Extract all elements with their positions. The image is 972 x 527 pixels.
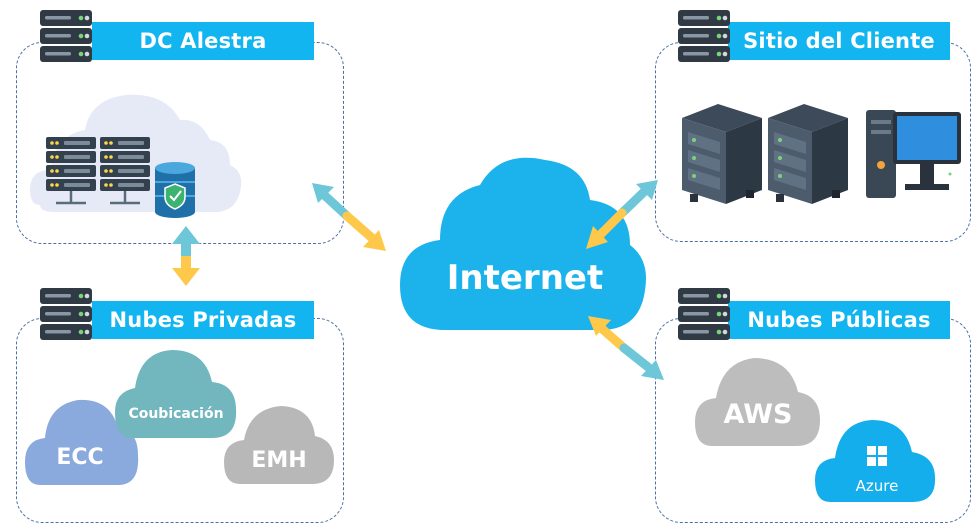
dc-alestra-illustration: [30, 94, 242, 218]
server-rack-icon: [40, 10, 92, 62]
arrow-dc-internet: [312, 183, 386, 251]
coubicacion-cloud: [115, 350, 237, 438]
internet-cloud: [400, 157, 646, 330]
arrow-dc-private: [172, 226, 200, 286]
nubes-publicas-title: Nubes Públicas: [728, 301, 950, 339]
aws-label: AWS: [723, 399, 793, 430]
arrow-public-internet: [588, 316, 664, 380]
sitio-cliente-title: Sitio del Cliente: [728, 22, 950, 60]
nubes-privadas-title: Nubes Privadas: [92, 301, 314, 339]
emh-cloud: [224, 406, 334, 484]
server-tower-icon: [682, 104, 762, 204]
desktop-computer-icon: [866, 110, 961, 198]
server-rack-icon: [40, 288, 92, 340]
azure-label: Azure: [855, 477, 899, 495]
emh-label: EMH: [251, 448, 307, 473]
server-rack-icon: [678, 10, 730, 62]
server-tower-icon: [768, 104, 848, 204]
aws-cloud: [695, 358, 820, 446]
internet-label: Internet: [446, 258, 604, 298]
ecc-label: ECC: [56, 445, 104, 470]
coubicacion-label: Coubicación: [128, 406, 224, 422]
arrow-client-internet: [586, 180, 658, 249]
windows-logo-icon: [867, 446, 887, 466]
server-rack-icon: [678, 288, 730, 340]
client-site-illustration: [682, 104, 961, 204]
ecc-cloud: [25, 399, 139, 485]
dc-alestra-title: DC Alestra: [92, 22, 314, 60]
secure-database-icon: [155, 162, 195, 218]
